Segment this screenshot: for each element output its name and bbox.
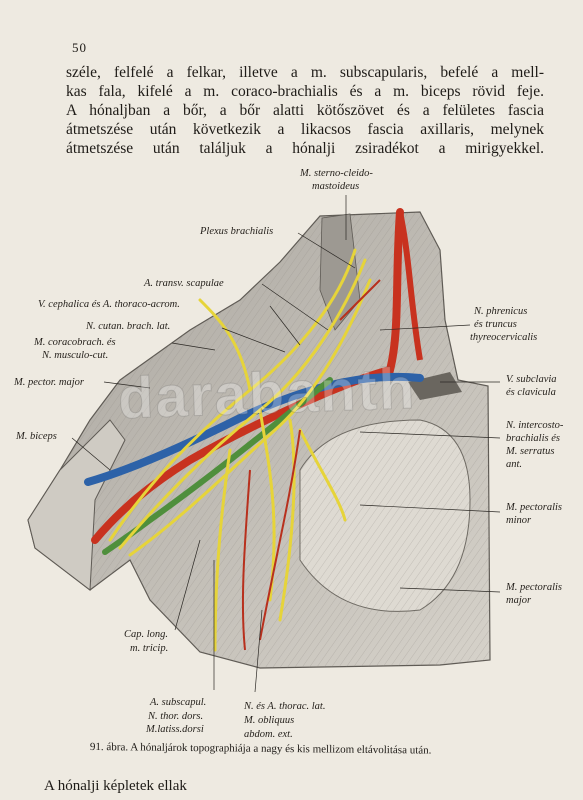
label-cephalica: V. cephalica és A. thoraco-acrom. (38, 299, 180, 310)
body-text-line: átmetszése után találjuk a hónalji zsira… (66, 140, 544, 157)
label-cap-2: m. tricip. (130, 643, 169, 654)
body-text-line: széle, felfelé a felkar, illetve a m. su… (66, 64, 544, 81)
nerve-bundle (108, 248, 372, 652)
label-thorac-2: M. obliquus (244, 715, 295, 726)
label-cutan: N. cutan. brach. lat. (86, 321, 171, 332)
pectoralis-fibers (300, 420, 470, 612)
label-intercosto-2: brachialis és (506, 433, 560, 444)
label-subscap-3: M.latiss.dorsi (146, 724, 204, 735)
label-cap-1: Cap. long. (124, 629, 169, 640)
label-coraco-2: N. musculo-cut. (42, 350, 109, 361)
vein-vessel (84, 372, 424, 486)
label-pect-major-1: M. pectoralis (506, 582, 562, 593)
footer-text: A hónalji képletek ellak (44, 778, 187, 794)
label-phrenicus-3: thyreocervicalis (470, 332, 538, 343)
label-coraco-1: M. coracobrach. és (34, 337, 116, 348)
label-intercosto-4: ant. (506, 459, 523, 470)
label-thorac-1: N. és A. thorac. lat. (244, 701, 326, 712)
label-intercosto-1: N. intercosto- (506, 420, 564, 431)
label-phrenicus-2: és truncus (474, 319, 517, 330)
label-pect-major-2: major (506, 595, 532, 606)
artery-branches (241, 279, 381, 651)
label-subclavia-2: és clavicula (506, 387, 556, 398)
label-thorac-3: abdom. ext. (244, 729, 293, 740)
label-transv: A. transv. scapulae (144, 278, 224, 289)
label-subscap-1: A. subscapul. (150, 697, 207, 708)
label-pector-major-left: M. pector. major (14, 377, 84, 388)
label-plexus: Plexus brachialis (200, 226, 274, 237)
page-number: 50 (72, 40, 87, 55)
label-phrenicus-1: N. phrenicus (474, 306, 528, 317)
body-text-line: átmetszése után következik a likacsos fa… (66, 121, 544, 138)
leader-lines (71, 195, 501, 693)
label-subclavia-1: V. subclavia (506, 374, 557, 385)
label-sterno-1: M. sterno-cleido- (300, 168, 373, 179)
label-pect-minor-2: minor (506, 515, 532, 526)
label-intercosto-3: M. serratus (506, 446, 555, 457)
label-pect-minor-1: M. pectoralis (506, 502, 562, 513)
label-biceps: M. biceps (16, 431, 57, 442)
body-text-line: A hónaljban a bőr, a bőr alatti kötőszöv… (66, 102, 544, 119)
label-sterno-2: mastoideus (312, 181, 360, 192)
label-subscap-2: N. thor. dors. (148, 711, 204, 722)
watermark: darabanth (116, 355, 418, 432)
carotid-vessel (397, 211, 423, 361)
body-text-line: kas fala, kifelé a m. coraco-brachialis … (66, 83, 544, 100)
